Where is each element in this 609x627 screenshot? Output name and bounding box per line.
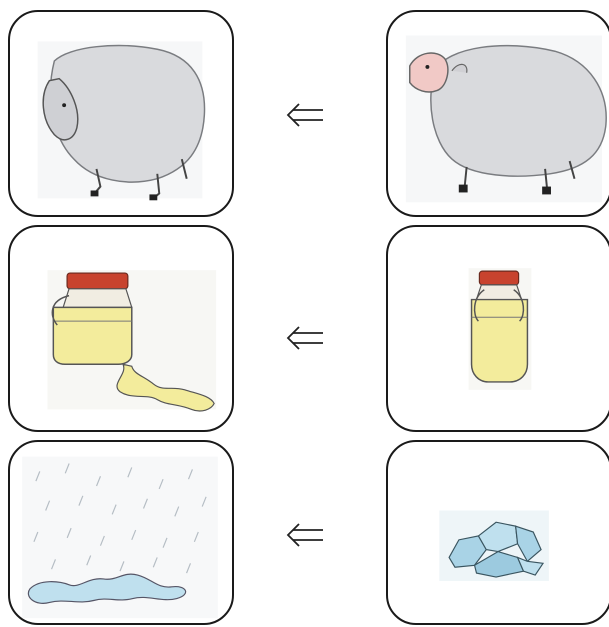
- arrow-row-1: [285, 100, 325, 130]
- spilled-milk-can-image: [10, 227, 232, 430]
- card-rain-puddle: [8, 440, 234, 625]
- arrow-row-2: [285, 323, 325, 353]
- double-left-arrow-icon: [285, 520, 325, 550]
- woolly-sheep-image: [388, 12, 609, 215]
- card-woolly-sheep: [386, 10, 609, 217]
- card-spilled-milk-can: [8, 225, 234, 432]
- arrow-row-3: [285, 520, 325, 550]
- double-left-arrow-icon: [285, 323, 325, 353]
- sheared-sheep-image: [10, 12, 232, 215]
- ice-blocks-image: [388, 442, 609, 623]
- double-left-arrow-icon: [285, 100, 325, 130]
- card-sheared-sheep: [8, 10, 234, 217]
- rain-puddle-image: [10, 442, 232, 623]
- card-milk-can: [386, 225, 609, 432]
- milk-can-image: [388, 227, 609, 430]
- card-ice-blocks: [386, 440, 609, 625]
